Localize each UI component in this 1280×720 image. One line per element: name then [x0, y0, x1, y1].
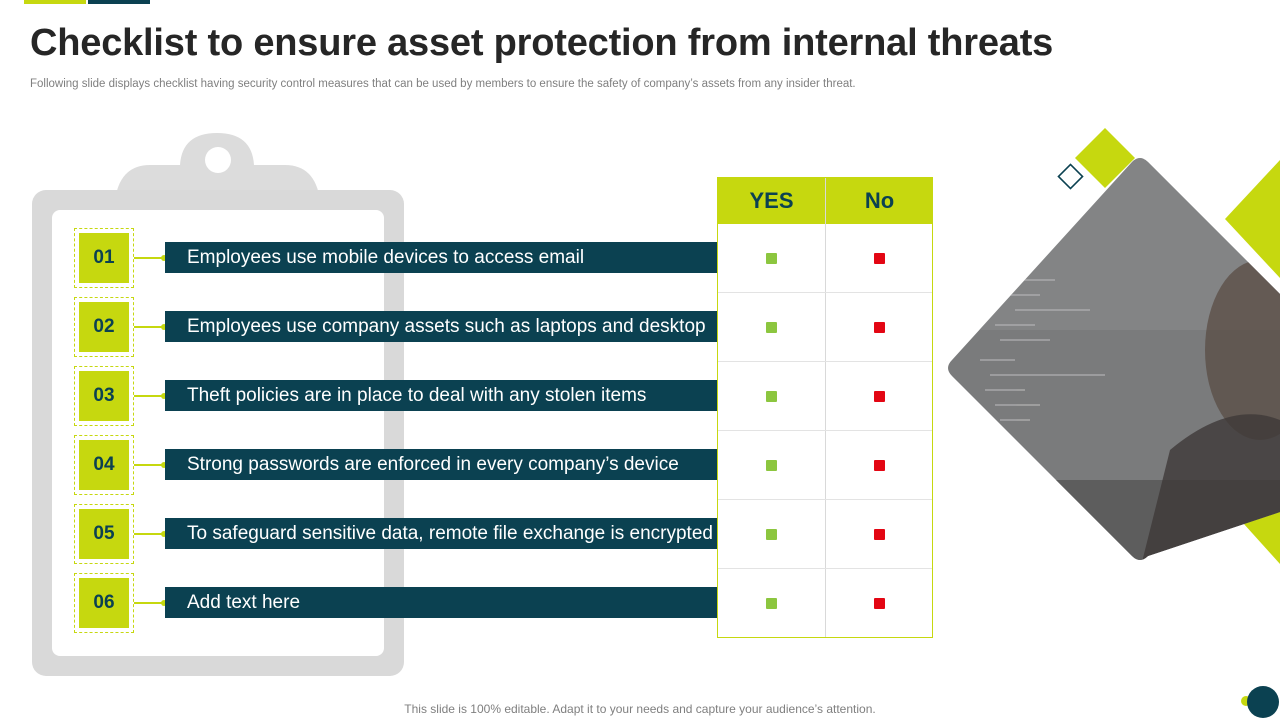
accent-bar-teal — [88, 0, 150, 4]
connector-dot — [161, 393, 167, 399]
checklist-row: 04 Strong passwords are enforced in ever… — [0, 435, 720, 495]
red-square-icon — [874, 529, 885, 540]
row-divider — [718, 430, 932, 431]
number-frame — [74, 366, 134, 426]
connector-line — [134, 257, 166, 259]
green-square-icon — [766, 598, 777, 609]
item-text: Theft policies are in place to deal with… — [165, 380, 717, 411]
corner-circle-decoration — [1241, 686, 1279, 718]
slide-subtitle: Following slide displays checklist havin… — [30, 78, 856, 90]
checklist-row: 02 Employees use company assets such as … — [0, 297, 720, 357]
item-number: 01 — [79, 233, 129, 283]
item-text: Strong passwords are enforced in every c… — [165, 449, 717, 480]
connector-dot — [161, 324, 167, 330]
red-square-icon — [874, 253, 885, 264]
connector-line — [134, 533, 166, 535]
connector-dot — [161, 255, 167, 261]
connector-line — [134, 395, 166, 397]
connector-dot — [161, 462, 167, 468]
item-number: 05 — [79, 509, 129, 559]
column-divider — [825, 178, 826, 637]
green-square-icon — [766, 529, 777, 540]
item-text: Add text here — [165, 587, 717, 618]
row-divider — [718, 568, 932, 569]
row-divider — [718, 292, 932, 293]
connector-dot — [161, 531, 167, 537]
red-square-icon — [874, 460, 885, 471]
number-frame — [74, 228, 134, 288]
slide-title: Checklist to ensure asset protection fro… — [30, 22, 1054, 64]
item-number: 02 — [79, 302, 129, 352]
connector-line — [134, 602, 166, 604]
row-divider — [718, 361, 932, 362]
row-divider — [718, 499, 932, 500]
checklist-row: 06 Add text here — [0, 573, 720, 633]
item-text: To safeguard sensitive data, remote file… — [165, 518, 717, 549]
connector-line — [134, 326, 166, 328]
no-header: No — [826, 178, 933, 224]
checklist-row: 05 To safeguard sensitive data, remote f… — [0, 504, 720, 564]
red-square-icon — [874, 391, 885, 402]
connector-dot — [161, 600, 167, 606]
item-text: Employees use mobile devices to access e… — [165, 242, 717, 273]
green-square-icon — [766, 391, 777, 402]
footer-note: This slide is 100% editable. Adapt it to… — [404, 702, 876, 716]
green-square-icon — [766, 460, 777, 471]
accent-bar-lime — [24, 0, 86, 4]
number-frame — [74, 435, 134, 495]
number-frame — [74, 573, 134, 633]
yes-no-table: YES No — [717, 177, 933, 638]
decorative-photo-diamond — [948, 128, 1280, 564]
green-square-icon — [766, 322, 777, 333]
item-number: 04 — [79, 440, 129, 490]
checklist-row: 03 Theft policies are in place to deal w… — [0, 366, 720, 426]
item-number: 03 — [79, 371, 129, 421]
green-square-icon — [766, 253, 777, 264]
connector-line — [134, 464, 166, 466]
number-frame — [74, 297, 134, 357]
number-frame — [74, 504, 134, 564]
item-number: 06 — [79, 578, 129, 628]
item-text: Employees use company assets such as lap… — [165, 311, 717, 342]
checklist-row: 01 Employees use mobile devices to acces… — [0, 228, 720, 288]
red-square-icon — [874, 322, 885, 333]
yes-header: YES — [718, 178, 825, 224]
red-square-icon — [874, 598, 885, 609]
